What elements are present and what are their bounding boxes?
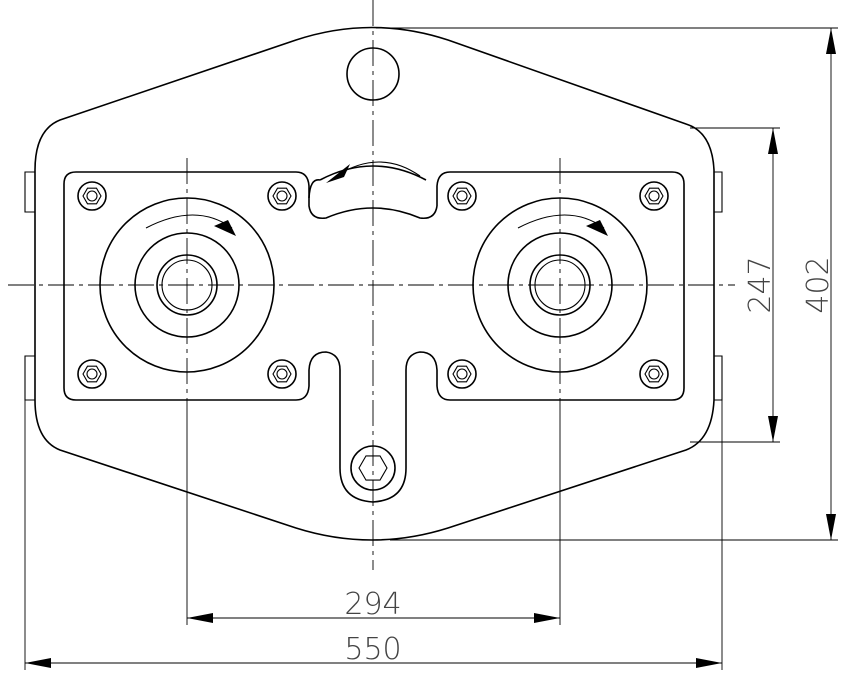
dimension-247: 247 [690, 127, 780, 443]
bolt-bottom-right-2 [639, 359, 669, 389]
right-flange-hub [507, 232, 613, 338]
bolt-bottom-left-2 [267, 359, 297, 389]
top-slot-lower-arc [308, 179, 321, 199]
bolt-top-left-1 [77, 181, 107, 211]
dimension-402: 402 [376, 27, 838, 541]
right-upper-lug [714, 171, 723, 213]
bottom-hex-bolt [350, 445, 396, 491]
top-rotation-arrowhead [326, 164, 350, 183]
bolt-top-left-2 [267, 181, 297, 211]
dimension-247-label: 247 [743, 256, 778, 313]
left-upper-lug [24, 171, 35, 213]
bolt-top-right-1 [447, 181, 477, 211]
left-flange [99, 197, 275, 373]
top-rotation-arc [335, 161, 421, 177]
plate-top-right-segment [63, 171, 685, 503]
housing-outline [34, 26, 715, 541]
bolt-bottom-left-1 [77, 359, 107, 389]
left-lower-lug [24, 355, 35, 401]
right-lower-lug [714, 355, 723, 401]
right-flange-outer [472, 197, 648, 373]
left-rotation-arrowhead [214, 220, 236, 236]
right-shaft-outer [529, 254, 591, 316]
top-arc-slot-upper [319, 165, 427, 181]
left-flange-outer [99, 197, 275, 373]
dimension-550: 550 [24, 400, 723, 670]
dimension-402-label: 402 [801, 256, 836, 313]
right-flange [472, 197, 648, 373]
bolts [77, 181, 669, 491]
bolt-top-right-2 [639, 181, 669, 211]
bolt-bottom-right-1 [447, 359, 477, 389]
left-shaft-outer [156, 254, 218, 316]
right-rotation-arrowhead [586, 220, 608, 236]
dimension-294: 294 [186, 405, 561, 625]
center-lines [8, 0, 735, 570]
left-flange-hub [134, 232, 240, 338]
left-mounting-plate [76, 171, 438, 220]
left-shaft-inner [161, 259, 213, 311]
right-shaft-inner [534, 259, 586, 311]
dimension-294-label: 294 [344, 587, 401, 622]
dimension-550-label: 550 [344, 632, 401, 667]
top-lifting-hole [346, 47, 400, 101]
side-lugs [24, 171, 723, 401]
